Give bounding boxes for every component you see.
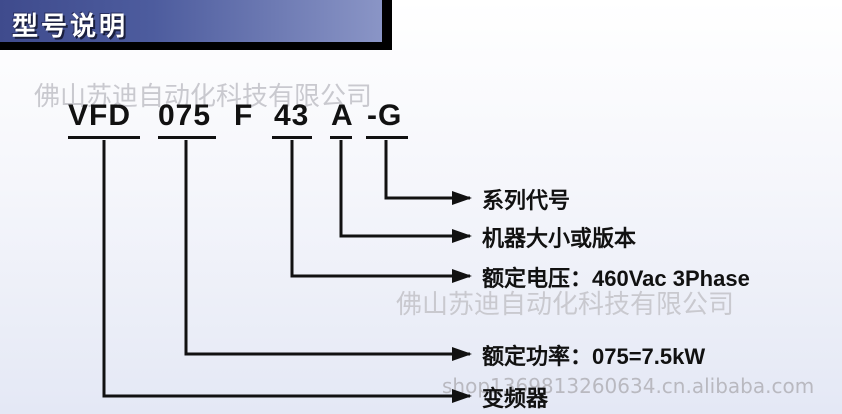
header-bar: 型号说明	[0, 0, 392, 50]
underline-43	[272, 136, 312, 139]
label-series-code: 系列代号	[482, 188, 571, 213]
watermark-bottom: shop1369813260634.cn.alibaba.com	[442, 374, 815, 398]
underline-vfd	[68, 136, 140, 139]
code-segment-vfd: VFD	[68, 99, 131, 132]
connector-g	[384, 140, 472, 205]
connector-a	[339, 140, 472, 243]
label-inverter: 变频器	[482, 386, 549, 411]
watermark-middle: 佛山苏迪自动化科技有限公司	[396, 290, 735, 320]
code-segment-43: 43	[274, 99, 310, 132]
code-segment-g: -G	[367, 99, 403, 132]
label-frame-size: 机器大小或版本	[482, 226, 637, 251]
connector-43	[290, 140, 472, 283]
code-segment-f: F	[234, 99, 254, 132]
code-segment-075: 075	[158, 99, 212, 132]
underline-a	[330, 136, 352, 139]
connector-vfd	[102, 140, 472, 403]
label-rated-power: 额定功率：075=7.5kW	[482, 344, 706, 369]
label-rated-voltage: 额定电压：460Vac 3Phase	[482, 266, 750, 291]
underline-g	[366, 136, 408, 139]
watermark-top: 佛山苏迪自动化科技有限公司	[34, 82, 373, 112]
page-title: 型号说明	[12, 12, 129, 42]
code-segment-a: A	[331, 99, 354, 132]
connector-075	[184, 140, 472, 361]
underline-075	[158, 136, 216, 139]
header-banner: 型号说明	[0, 0, 382, 42]
